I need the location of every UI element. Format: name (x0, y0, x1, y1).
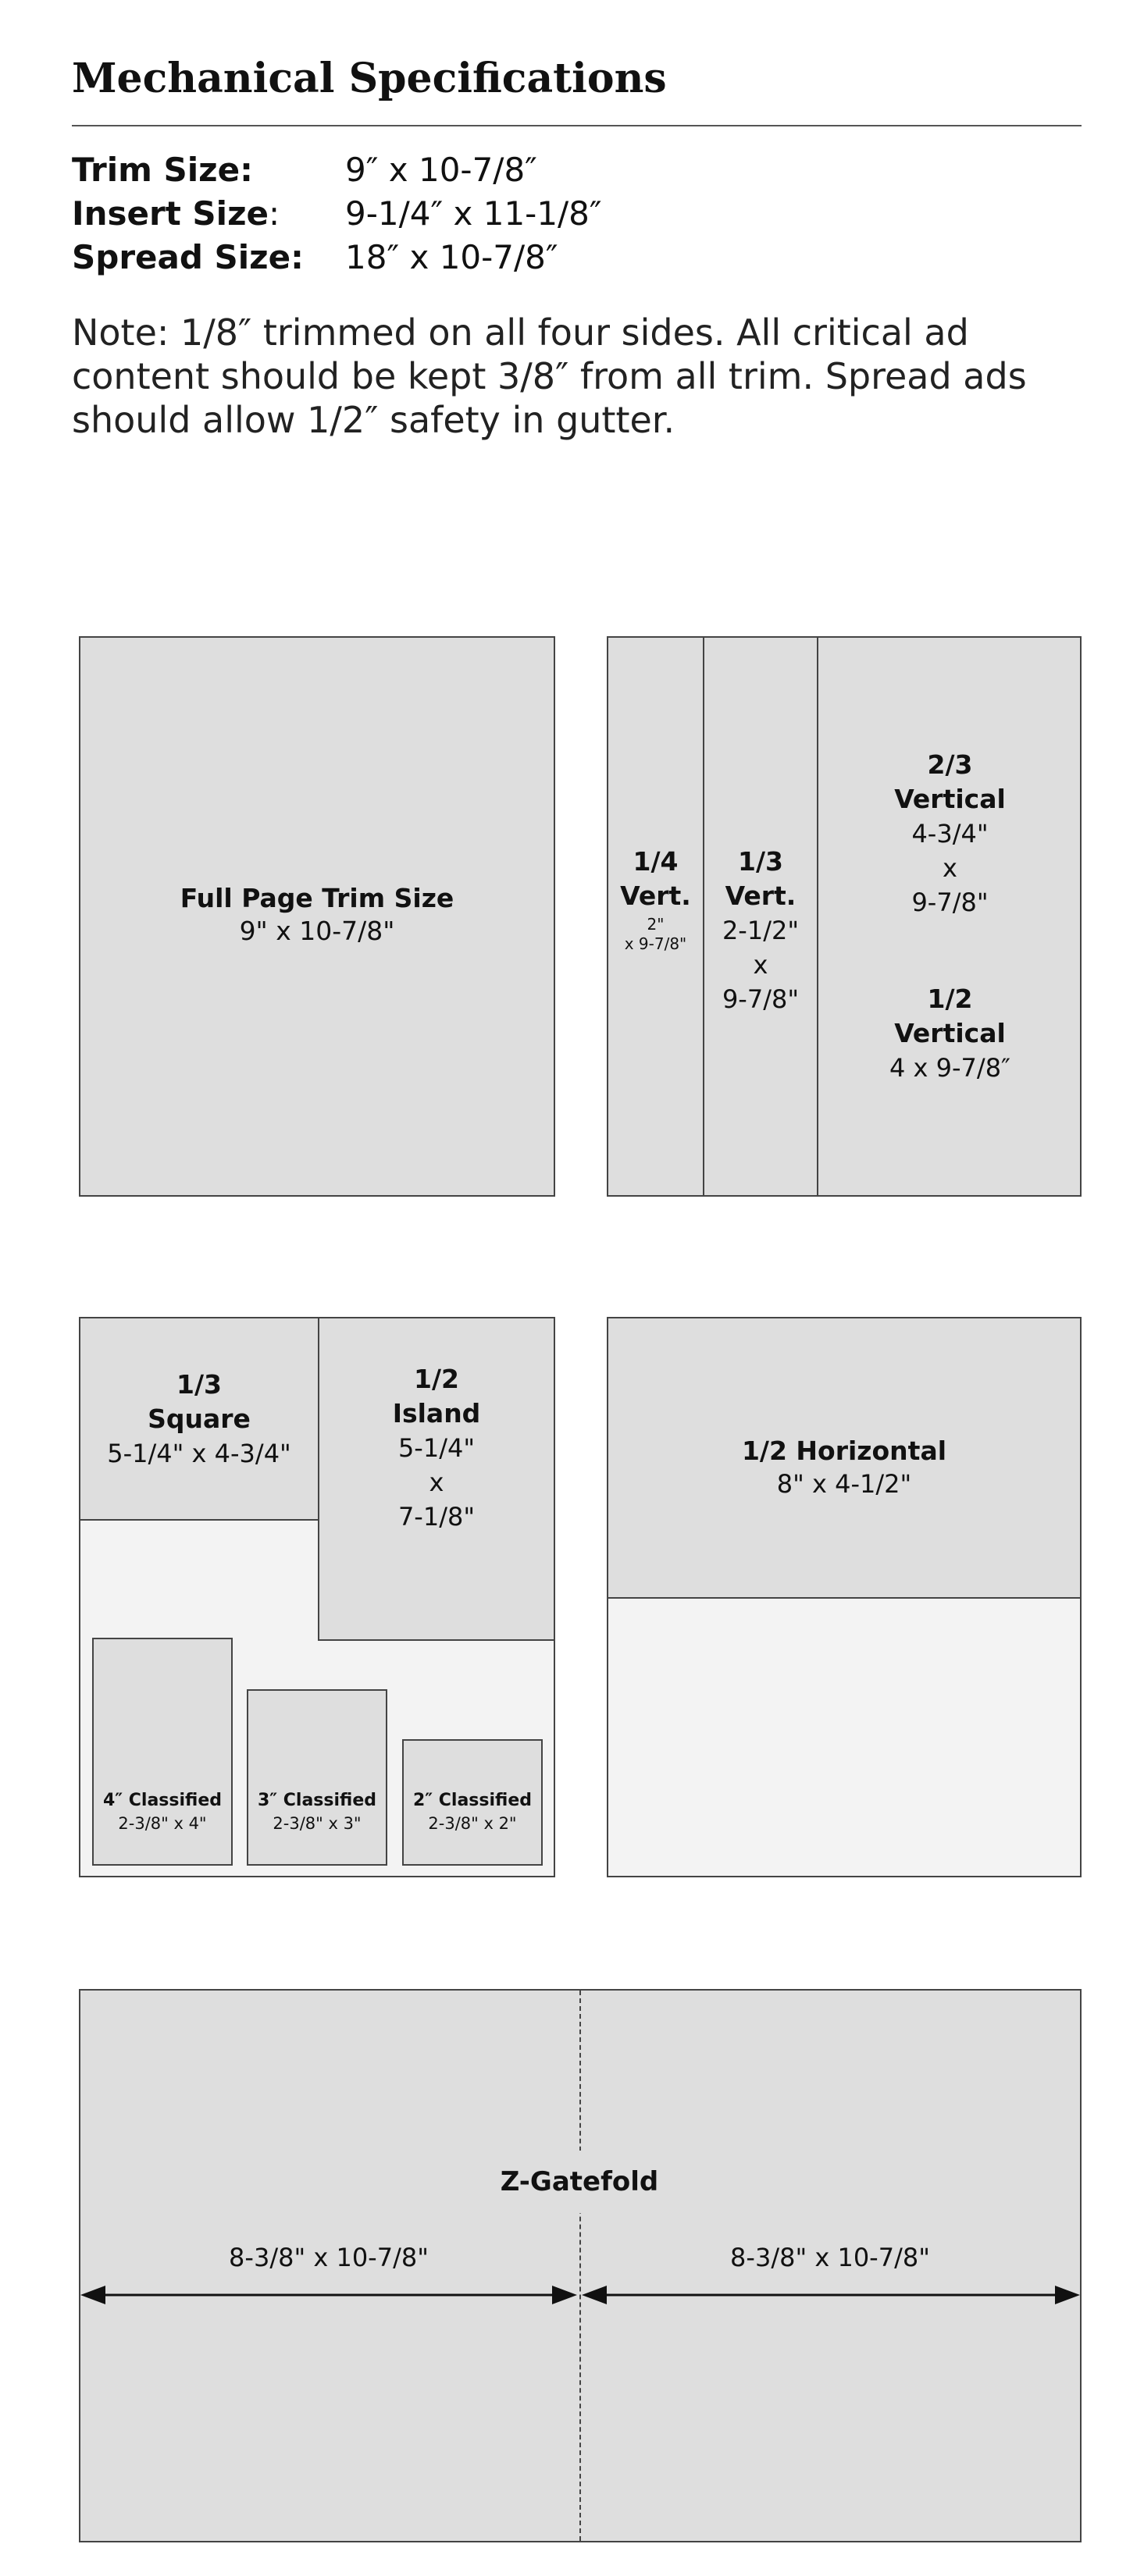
spec-value: 18″ x 10-7/8″ (345, 238, 558, 276)
classified-4-label: 4″ Classified 2-3/8" x 4" (102, 1791, 223, 1833)
trim-note: Note: 1/8″ trimmed on all four sides. Al… (72, 311, 1027, 441)
full-page-ad (79, 636, 555, 1197)
classified-4-ad (92, 1638, 233, 1866)
z-gatefold-label: Z-Gatefold (478, 2151, 681, 2213)
half-vertical-label: 1/2 Vertical 4 x 9-7/8″ (889, 984, 1010, 1083)
quarter-vertical-label: 1/4 Vert. 2" x 9-7/8" (620, 846, 691, 953)
gatefold-dimension-arrows (80, 2286, 1080, 2304)
half-island-ad (318, 1317, 555, 1641)
spec-value: 9″ x 10-7/8″ (345, 151, 537, 189)
full-page-label: Full Page Trim Size 9" x 10-7/8" (180, 883, 454, 946)
third-square-ad (79, 1317, 319, 1521)
spec-label: Trim Size: (72, 151, 253, 189)
gatefold-right-size: 8-3/8" x 10-7/8" (730, 2243, 930, 2272)
divider-line (817, 636, 818, 1197)
page-title: Mechanical Specifications (72, 55, 667, 102)
classified-3-ad (247, 1689, 387, 1866)
fold-line (579, 1991, 581, 2541)
half-horizontal-label: 1/2 Horizontal 8" x 4-1/2" (741, 1436, 947, 1499)
classified-2-label: 2″ Classified 2-3/8" x 2" (412, 1791, 533, 1833)
third-square-label: 1/3 Square 5-1/4" x 4-3/4" (107, 1369, 291, 1468)
two-thirds-vertical-label: 2/3 Vertical 4-3/4" x 9-7/8" (894, 749, 1006, 917)
classified-2-ad (402, 1739, 543, 1866)
half-horizontal-ad (607, 1317, 1082, 1599)
spec-spread-size: Spread Size: 18″ x 10-7/8″ (72, 236, 558, 279)
gatefold-left-size: 8-3/8" x 10-7/8" (229, 2243, 429, 2272)
right-arrowhead (1055, 2286, 1080, 2304)
vertical-ads-panel (607, 636, 1082, 1197)
spec-label: Spread Size: (72, 238, 304, 276)
classified-3-label: 3″ Classified 2-3/8" x 3" (257, 1791, 377, 1833)
title-divider (72, 125, 1082, 126)
third-vertical-label: 1/3 Vert. 2-1/2" x 9-7/8" (722, 846, 800, 1014)
left-arrowhead (80, 2286, 105, 2304)
divider-line (703, 636, 704, 1197)
spec-insert-size: Insert Size: 9-1/4″ x 11-1/8″ (72, 192, 602, 236)
spec-trim-size: Trim Size: 9″ x 10-7/8″ (72, 148, 537, 192)
spec-value: 9-1/4″ x 11-1/8″ (345, 194, 602, 233)
half-island-label: 1/2 Island 5-1/4" x 7-1/8" (392, 1364, 481, 1532)
right-arrowhead-start (582, 2286, 607, 2304)
left-arrowhead-end (552, 2286, 577, 2304)
spec-label: Insert Size: (72, 194, 280, 233)
